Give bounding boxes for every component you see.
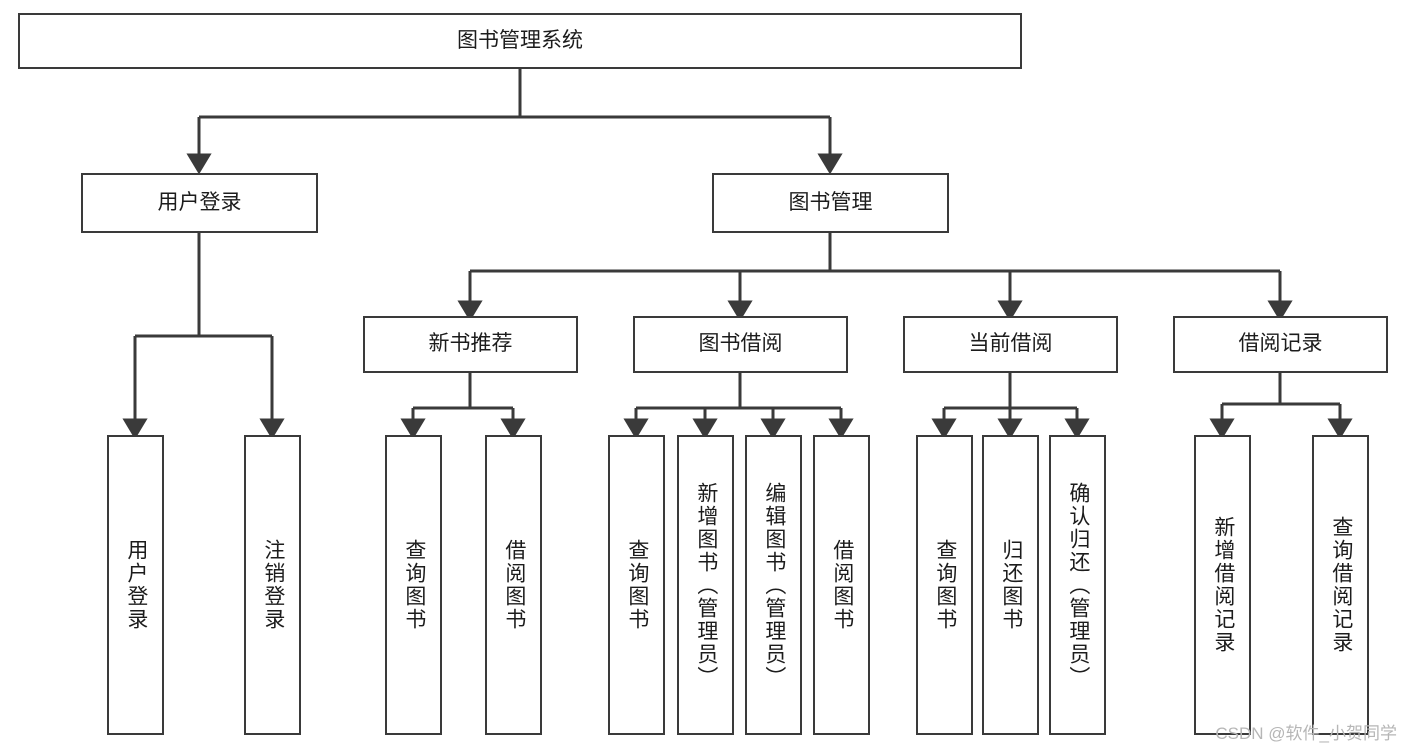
node-root-label: 图书管理系统	[457, 28, 583, 52]
node-leaf-user-login-label: 用户登录	[124, 539, 148, 631]
node-leaf-query-borrow-record[interactable]: 查询借阅记录	[1312, 435, 1369, 735]
node-leaf-add-book-admin-label: 新增图书（管理员）	[694, 481, 718, 689]
node-leaf-edit-book-admin-label: 编辑图书（管理员）	[762, 481, 786, 689]
node-book-borrow-label: 图书借阅	[698, 332, 783, 356]
node-leaf-return-book[interactable]: 归还图书	[982, 435, 1039, 735]
node-new-book-recommend[interactable]: 新书推荐	[363, 316, 578, 373]
node-leaf-logout-login-label: 注销登录	[261, 539, 285, 631]
node-current-borrow-label: 当前借阅	[968, 332, 1053, 356]
node-leaf-query-book-current-label: 查询图书	[933, 539, 957, 631]
node-borrow-record[interactable]: 借阅记录	[1173, 316, 1388, 373]
node-book-manage[interactable]: 图书管理	[712, 173, 949, 233]
node-leaf-query-book-rec-label: 查询图书	[402, 539, 426, 631]
node-user-login-label: 用户登录	[157, 190, 242, 214]
csdn-watermark: CSDN @软件_小贺同学	[1215, 724, 1397, 743]
node-leaf-query-book-rec[interactable]: 查询图书	[385, 435, 442, 735]
node-leaf-confirm-return-admin-label: 确认归还（管理员）	[1066, 481, 1090, 689]
node-book-manage-label: 图书管理	[788, 190, 873, 214]
node-leaf-confirm-return-admin[interactable]: 确认归还（管理员）	[1049, 435, 1106, 735]
node-leaf-query-borrow-record-label: 查询借阅记录	[1329, 516, 1353, 654]
node-leaf-query-book-borrow[interactable]: 查询图书	[608, 435, 665, 735]
node-leaf-borrow-book-label: 借阅图书	[830, 539, 854, 631]
node-current-borrow[interactable]: 当前借阅	[903, 316, 1118, 373]
node-leaf-logout-login[interactable]: 注销登录	[244, 435, 301, 735]
node-leaf-borrow-book-rec-label: 借阅图书	[502, 539, 526, 631]
node-book-borrow[interactable]: 图书借阅	[633, 316, 848, 373]
node-leaf-edit-book-admin[interactable]: 编辑图书（管理员）	[745, 435, 802, 735]
node-leaf-user-login[interactable]: 用户登录	[107, 435, 164, 735]
node-leaf-borrow-book-rec[interactable]: 借阅图书	[485, 435, 542, 735]
node-leaf-add-borrow-record-label: 新增借阅记录	[1211, 516, 1235, 654]
node-borrow-record-label: 借阅记录	[1238, 332, 1323, 356]
node-leaf-add-book-admin[interactable]: 新增图书（管理员）	[677, 435, 734, 735]
node-leaf-query-book-borrow-label: 查询图书	[625, 539, 649, 631]
node-root-library-system[interactable]: 图书管理系统	[18, 13, 1022, 69]
node-new-book-recommend-label: 新书推荐	[428, 332, 513, 356]
node-leaf-query-book-current[interactable]: 查询图书	[916, 435, 973, 735]
node-leaf-borrow-book[interactable]: 借阅图书	[813, 435, 870, 735]
node-user-login[interactable]: 用户登录	[81, 173, 318, 233]
node-leaf-return-book-label: 归还图书	[999, 539, 1023, 631]
node-leaf-add-borrow-record[interactable]: 新增借阅记录	[1194, 435, 1251, 735]
